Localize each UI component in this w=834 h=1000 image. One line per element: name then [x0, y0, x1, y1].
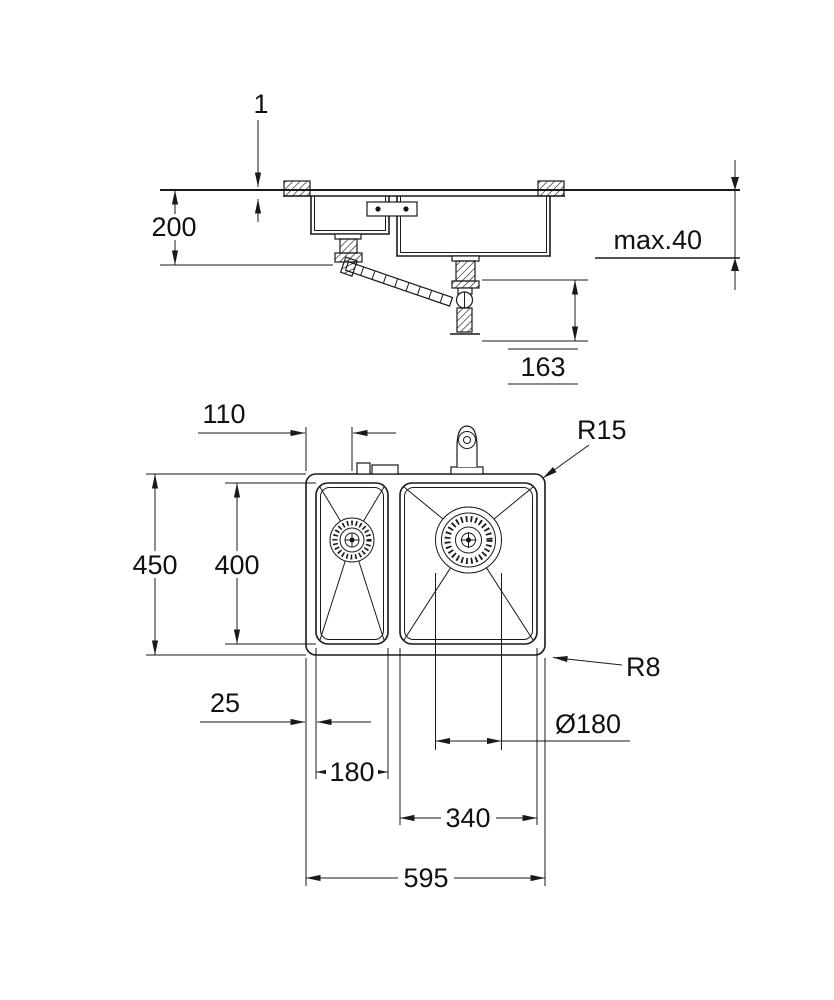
overflow-fitting	[356, 462, 371, 475]
leader-corner-radius-inner: R15	[542, 415, 627, 479]
left-bowl-creases	[319, 486, 385, 641]
dim-inner-depth: 400	[210, 482, 316, 645]
dim-edge-offset-label: 25	[210, 688, 240, 718]
left-bowl-inner	[320, 487, 384, 640]
right-bowl	[399, 482, 538, 645]
right-bowl-creases	[403, 486, 534, 641]
leader-corner-radius-outer: R8	[552, 652, 661, 682]
dim-countertop-thickness: max.40	[595, 160, 740, 290]
faucet-cap-inner	[463, 436, 471, 444]
connecting-pipe	[339, 256, 454, 307]
left-drain-trap	[334, 233, 363, 263]
corner-radius-inner-label: R15	[577, 415, 627, 445]
dim-left-bowl-width-label: 180	[329, 757, 374, 787]
bowl-bracket	[366, 201, 418, 217]
faucet-body	[456, 425, 478, 467]
dim-rim-thickness: 1	[253, 89, 269, 222]
dim-overall-depth-label: 450	[132, 550, 177, 580]
rim-fitting	[371, 464, 399, 475]
dim-drain-height: 163	[482, 279, 588, 385]
dim-drain-offset-label: 110	[202, 399, 245, 429]
dim-drain-diameter-label: Ø180	[555, 709, 621, 739]
dim-right-bowl-width-label: 340	[445, 803, 490, 833]
corner-radius-outer-label: R8	[626, 652, 661, 682]
side-view: 1 200 max.40 163	[147, 89, 740, 385]
dim-rim-thickness-label: 1	[253, 89, 268, 119]
plan-view: 110 450 400 25	[128, 399, 661, 893]
left-bowl	[315, 482, 389, 645]
faucet-base	[450, 466, 484, 475]
right-drain-trap	[451, 255, 480, 295]
mounting-clip-right	[537, 180, 565, 197]
dim-drain-height-label: 163	[520, 352, 565, 382]
faucet-cap-outer	[458, 431, 476, 449]
right-bowl-section	[396, 196, 551, 257]
dim-countertop-thickness-label: max.40	[613, 225, 702, 255]
dim-overall-width: 595	[306, 658, 546, 893]
mounting-clip-left	[283, 180, 311, 197]
dim-drain-offset: 110	[198, 399, 396, 471]
dim-bowl-depth: 200	[147, 190, 333, 266]
left-drain-strainer	[329, 517, 375, 563]
drain-outlet	[456, 307, 473, 333]
right-bowl-inner-wall	[400, 196, 547, 253]
drain-assembly	[334, 233, 480, 335]
sink-outline	[305, 473, 546, 656]
dim-bowl-depth-label: 200	[151, 212, 196, 242]
right-drain-strainer	[435, 506, 502, 574]
dim-right-bowl-width: 340	[399, 648, 538, 833]
dim-inner-depth-label: 400	[214, 550, 259, 580]
dim-drain-diameter: Ø180	[435, 573, 630, 750]
dim-left-bowl-width: 180	[316, 648, 389, 787]
dim-edge-offset: 25	[200, 648, 371, 886]
dim-overall-depth: 450	[128, 473, 306, 656]
right-bowl-inner	[404, 487, 533, 640]
dim-overall-width-label: 595	[403, 863, 448, 893]
faucet	[450, 425, 484, 475]
